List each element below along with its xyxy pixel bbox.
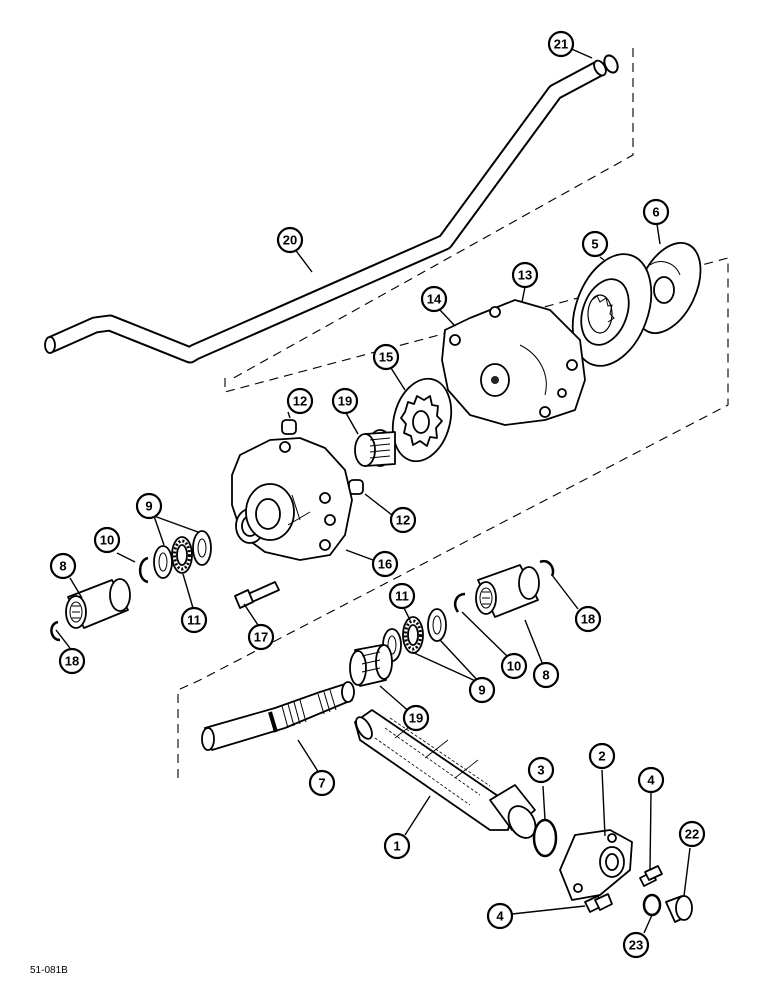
callout-19-upper: 19 bbox=[331, 387, 359, 415]
callout-22-label: 22 bbox=[685, 827, 699, 842]
washer-left bbox=[153, 545, 173, 579]
callout-19-lower: 19 bbox=[402, 704, 430, 732]
callout-4-upper: 4 bbox=[637, 766, 665, 794]
callout-15: 15 bbox=[372, 343, 400, 371]
callout-22: 22 bbox=[678, 820, 706, 848]
callout-12-upper-label: 12 bbox=[293, 394, 307, 409]
callout-1-label: 1 bbox=[393, 839, 400, 854]
callout-11-right: 11 bbox=[388, 582, 416, 610]
callout-14: 14 bbox=[420, 285, 448, 313]
callout-4-upper-label: 4 bbox=[647, 773, 655, 788]
callout-8-right: 8 bbox=[532, 661, 560, 689]
snap-ring-right bbox=[453, 592, 466, 613]
dowel-pin-upper bbox=[281, 419, 297, 435]
callout-18-left: 18 bbox=[58, 647, 86, 675]
callout-18-right: 18 bbox=[574, 605, 602, 633]
callout-17-label: 17 bbox=[254, 630, 268, 645]
wear-plate bbox=[634, 242, 702, 334]
thrust-bearing-right bbox=[402, 616, 424, 654]
callout-17: 17 bbox=[247, 623, 275, 651]
callout-23-label: 23 bbox=[629, 938, 643, 953]
callout-4-lower-label: 4 bbox=[496, 909, 504, 924]
callout-10-right-label: 10 bbox=[507, 659, 521, 674]
pump-drive-shaft bbox=[201, 681, 355, 751]
figure-code: 51-081B bbox=[30, 965, 68, 976]
callout-9-left-label: 9 bbox=[145, 499, 152, 514]
callout-4-lower: 4 bbox=[486, 902, 514, 930]
o-ring-23 bbox=[642, 893, 662, 917]
callout-10-left-label: 10 bbox=[100, 533, 114, 548]
bolt-17 bbox=[234, 581, 280, 609]
callout-16: 16 bbox=[371, 550, 399, 578]
callout-5-label: 5 bbox=[591, 237, 598, 252]
needle-bearing-upper bbox=[354, 429, 396, 467]
o-ring-21 bbox=[603, 54, 619, 74]
callout-9-right: 9 bbox=[468, 676, 496, 704]
callout-9-right-label: 9 bbox=[478, 683, 485, 698]
callout-6: 6 bbox=[642, 198, 670, 226]
coupling-sleeve-right bbox=[475, 564, 540, 618]
callout-8-left: 8 bbox=[49, 552, 77, 580]
callout-12-upper: 12 bbox=[286, 387, 314, 415]
callout-14-label: 14 bbox=[427, 292, 442, 307]
callout-1: 1 bbox=[383, 832, 411, 860]
snap-ring-left bbox=[138, 556, 149, 584]
callout-20-label: 20 bbox=[283, 233, 297, 248]
callout-18-right-label: 18 bbox=[581, 612, 595, 627]
callout-6-label: 6 bbox=[652, 205, 659, 220]
callout-5: 5 bbox=[581, 230, 609, 258]
pump-assembly-boundary bbox=[177, 257, 729, 780]
pump-housing bbox=[231, 437, 353, 561]
callout-10-left: 10 bbox=[93, 526, 121, 554]
bearing-race-left bbox=[192, 530, 212, 566]
callout-16-label: 16 bbox=[378, 557, 392, 572]
drive-gear bbox=[391, 377, 453, 463]
callout-3: 3 bbox=[527, 756, 555, 784]
strainer-screen bbox=[354, 709, 537, 839]
dowel-pin-lower bbox=[348, 479, 364, 495]
pump-cover-plate bbox=[441, 299, 586, 426]
callout-19-upper-label: 19 bbox=[338, 394, 352, 409]
callout-3-label: 3 bbox=[537, 763, 544, 778]
strainer-cover-flange bbox=[559, 829, 633, 901]
callout-12-lower: 12 bbox=[389, 506, 417, 534]
callout-21-label: 21 bbox=[554, 37, 568, 52]
callout-15-label: 15 bbox=[379, 350, 393, 365]
callout-7: 7 bbox=[308, 769, 336, 797]
callout-8-right-label: 8 bbox=[542, 668, 549, 683]
callout-11-left-label: 11 bbox=[187, 613, 201, 628]
screw-4-lower bbox=[584, 893, 613, 913]
gerotor-ring bbox=[571, 253, 653, 367]
callout-2-label: 2 bbox=[598, 749, 605, 764]
coupling-sleeve-left bbox=[65, 578, 131, 629]
snap-ring-18-right bbox=[539, 559, 555, 577]
callout-13-label: 13 bbox=[518, 268, 532, 283]
washer-right bbox=[427, 608, 447, 642]
needle-bearing-lower bbox=[349, 644, 393, 687]
callout-10-right: 10 bbox=[500, 652, 528, 680]
callout-18-left-label: 18 bbox=[65, 654, 79, 669]
callout-21: 21 bbox=[547, 30, 575, 58]
callout-9-left: 9 bbox=[135, 492, 163, 520]
tube-assembly-boundary bbox=[229, 48, 634, 381]
screw-4-upper bbox=[639, 865, 663, 887]
callout-11-left: 11 bbox=[180, 606, 208, 634]
callout-20: 20 bbox=[276, 226, 304, 254]
callout-13: 13 bbox=[511, 261, 539, 289]
callout-8-left-label: 8 bbox=[59, 559, 66, 574]
callout-23: 23 bbox=[622, 931, 650, 959]
callout-7-label: 7 bbox=[318, 776, 325, 791]
o-ring-3 bbox=[532, 818, 558, 858]
snap-ring-18-left bbox=[50, 620, 61, 642]
callout-19-lower-label: 19 bbox=[409, 711, 423, 726]
leader-lines bbox=[55, 46, 691, 934]
suction-tube bbox=[44, 59, 607, 364]
thrust-bearing-left bbox=[171, 536, 193, 574]
drain-plug bbox=[665, 895, 693, 923]
callout-12-lower-label: 12 bbox=[396, 513, 410, 528]
callout-11-right-label: 11 bbox=[395, 589, 409, 604]
callout-2: 2 bbox=[588, 742, 616, 770]
